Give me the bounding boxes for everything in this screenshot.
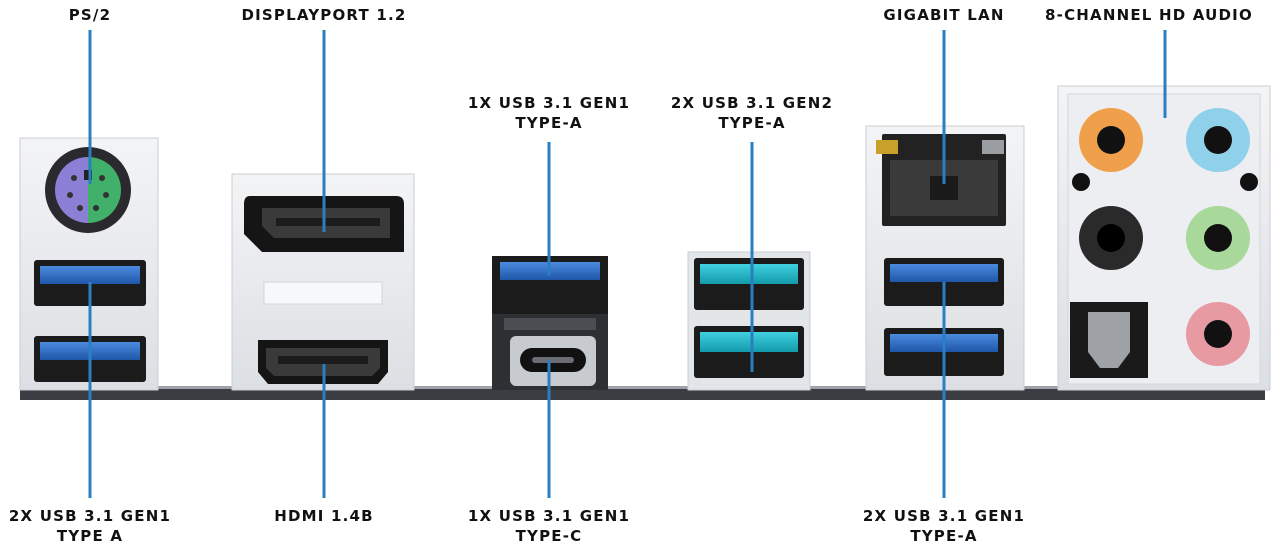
audio-jack-pink	[1186, 302, 1250, 366]
usb-gen2-block	[687, 251, 811, 391]
label-audio: 8-CHANNEL HD AUDIO	[1045, 6, 1253, 24]
audio-jack-green	[1186, 206, 1250, 270]
label-usb-lan: 2X USB 3.1 GEN1 TYPE-A	[862, 507, 1026, 545]
label-lan: GIGABIT LAN	[883, 6, 1005, 24]
label-usb-gen1-top: 1X USB 3.1 GEN1 TYPE-A	[467, 94, 631, 132]
label-ps2: PS/2	[68, 6, 112, 24]
audio-jack-blue	[1186, 108, 1250, 172]
rj45-port	[876, 134, 1006, 226]
audio-jack-black	[1079, 206, 1143, 270]
hdmi-port	[258, 340, 388, 384]
label-usb-typec: 1X USB 3.1 GEN1 TYPE-C	[467, 507, 631, 545]
io-shield-bar	[20, 388, 1265, 400]
label-usb-gen2: 2X USB 3.1 GEN2 TYPE-A	[670, 94, 834, 132]
usb-typec-port	[510, 336, 596, 386]
callout-lines	[88, 30, 1167, 498]
label-displayport: DISPLAYPORT 1.2	[241, 6, 407, 24]
label-hdmi: HDMI 1.4B	[274, 507, 374, 525]
audio-jack-orange	[1079, 108, 1143, 172]
audio-block	[1057, 85, 1271, 391]
label-usb-left: 2X USB 3.1 GEN1 TYPE A	[8, 507, 172, 545]
ps2-port	[45, 147, 131, 233]
optical-spdif-port	[1070, 302, 1148, 378]
